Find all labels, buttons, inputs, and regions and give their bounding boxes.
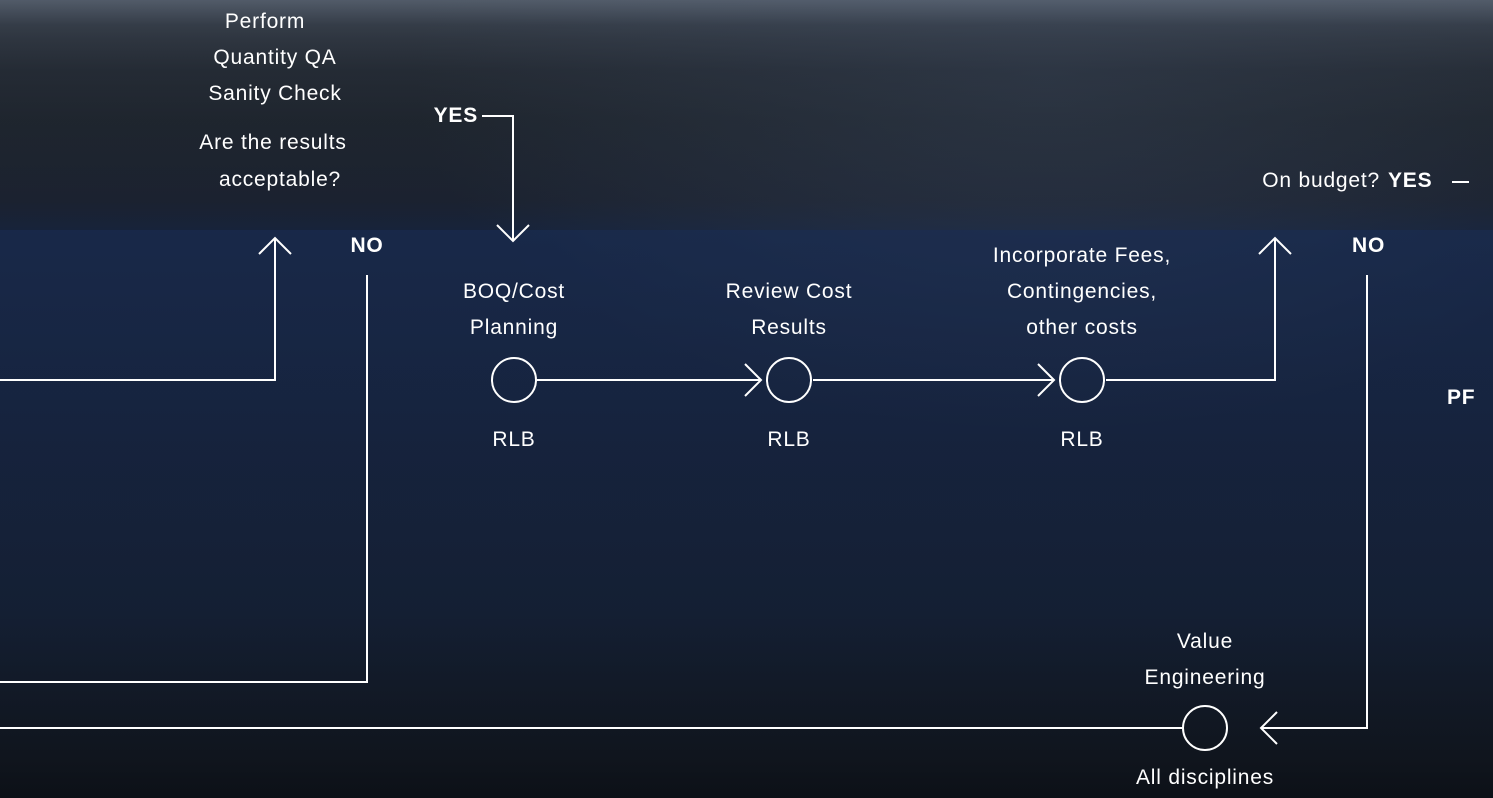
node-boq xyxy=(491,357,537,403)
acceptable-question-line-2: acceptable? xyxy=(218,168,342,191)
arrow-head-fees xyxy=(1037,363,1056,397)
connector-no-qa xyxy=(0,275,368,683)
all-disciplines-label: All disciplines xyxy=(1135,766,1275,789)
fees-label-line-2: Contingencies, xyxy=(1006,280,1158,303)
review-label-line-1: Review Cost xyxy=(725,280,853,303)
qa-label-line-2: Quantity QA xyxy=(213,46,337,69)
node-fees xyxy=(1059,357,1105,403)
qa-label-line-1: Perform xyxy=(224,10,306,33)
review-label-line-2: Results xyxy=(751,316,827,339)
arrow-head-value-eng xyxy=(1259,711,1278,745)
rlb-label-review: RLB xyxy=(767,428,811,451)
yes-label-qa: YES xyxy=(433,104,478,127)
boq-label-line-2: Planning xyxy=(469,316,559,339)
fees-label-line-1: Incorporate Fees, xyxy=(992,244,1172,267)
value-eng-label-line-1: Value xyxy=(1176,630,1234,653)
background-photo-top xyxy=(0,0,1493,230)
background-photo-bottom xyxy=(0,610,1493,798)
connector-no-budget xyxy=(1261,275,1368,729)
cut-off-label: PF xyxy=(1447,386,1476,409)
budget-question: On budget? xyxy=(1262,169,1380,192)
arrow-head-up-budget xyxy=(1258,236,1292,255)
arrow-head-down-boq xyxy=(496,224,530,243)
rlb-label-boq: RLB xyxy=(492,428,536,451)
no-label-budget: NO xyxy=(1352,234,1386,257)
node-review xyxy=(766,357,812,403)
connector-fees-budget xyxy=(1106,238,1276,381)
qa-label-line-3: Sanity Check xyxy=(208,82,342,105)
arrow-head-up-qa xyxy=(258,236,292,255)
background-photo-middle xyxy=(0,230,1493,610)
rlb-label-fees: RLB xyxy=(1060,428,1104,451)
arrow-head-review xyxy=(744,363,763,397)
fees-label-line-3: other costs xyxy=(1026,316,1138,339)
yes-label-budget: YES xyxy=(1388,169,1433,192)
value-eng-label-line-2: Engineering xyxy=(1144,666,1266,689)
connector-yes-qa xyxy=(482,115,514,241)
no-label-qa: NO xyxy=(350,234,384,257)
acceptable-question-line-1: Are the results xyxy=(199,131,347,154)
node-value-eng xyxy=(1182,705,1228,751)
connector-to-qa xyxy=(0,238,276,381)
boq-label-line-1: BOQ/Cost xyxy=(462,280,566,303)
